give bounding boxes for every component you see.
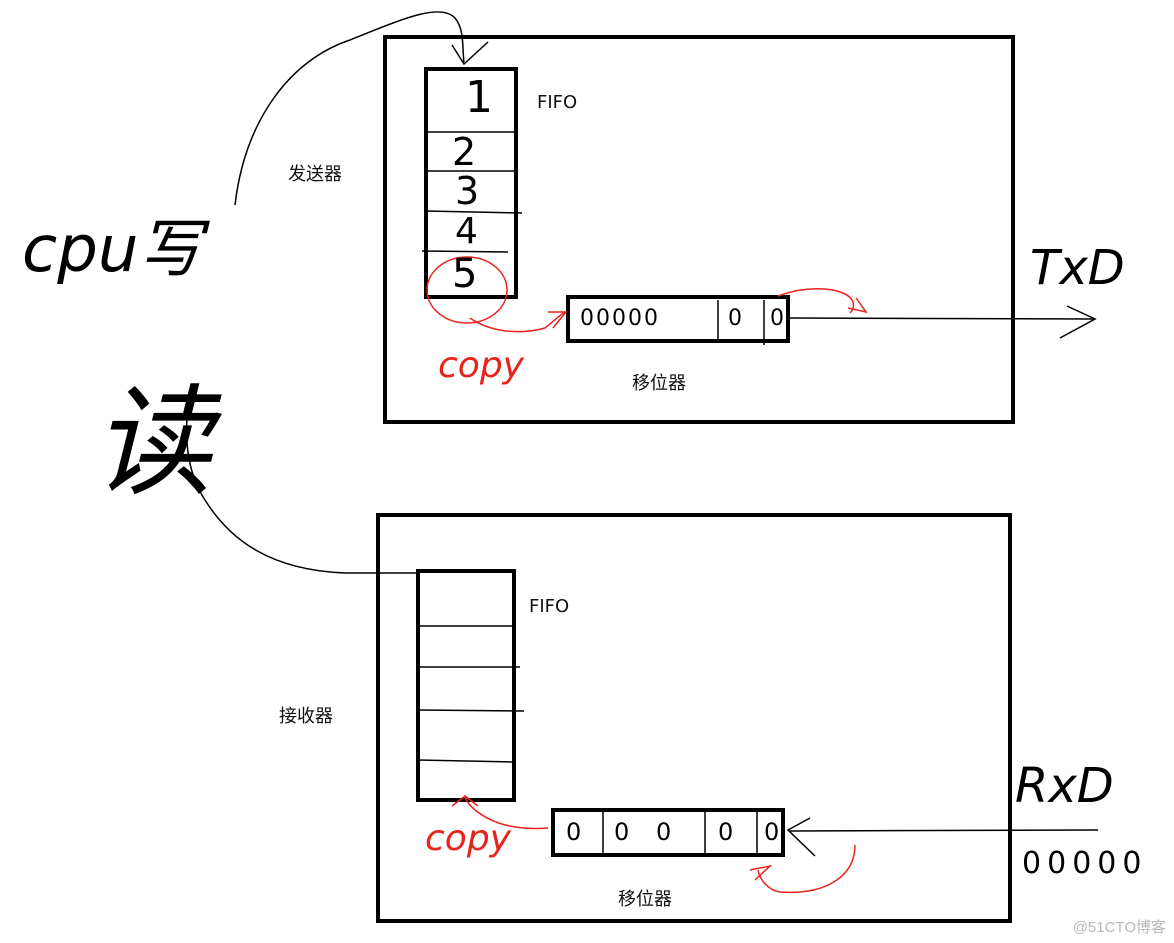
receiver-box — [376, 513, 1012, 923]
tx-bit: 0 — [612, 306, 628, 331]
transmitter-label: 发送器 — [288, 164, 342, 185]
tx-bit: 0 — [628, 306, 644, 331]
tx-bit: 0 — [596, 306, 612, 331]
rxd-bit: 0 — [1072, 846, 1098, 881]
cpu-write-curve — [234, 11, 465, 206]
rxd-input-bits: 00000 — [1022, 846, 1147, 881]
rx-shifter-bit-3: 0 — [656, 818, 672, 846]
rx-copy-label: copy — [425, 818, 511, 859]
tx-shifter-bit-b: 0 — [728, 306, 742, 331]
rx-fifo-dividers — [417, 625, 525, 763]
tx-copy-annotation — [426, 256, 868, 333]
tx-fifo-slot-5: 5 — [452, 251, 478, 297]
tx-fifo — [424, 67, 518, 299]
tx-fifo-slot-4: 4 — [455, 211, 478, 252]
receiver-label: 接收器 — [279, 706, 333, 727]
tx-shifter-dividers — [717, 300, 765, 345]
watermark: @51CTO博客 — [1072, 919, 1166, 936]
rx-shifter — [551, 808, 785, 857]
tx-bit: 0 — [580, 306, 596, 331]
rx-shifter-dividers — [602, 812, 758, 853]
rx-fifo — [416, 569, 516, 802]
transmitter-box — [383, 35, 1015, 424]
rx-copy-annotation — [451, 795, 856, 894]
rxd-bit: 0 — [1022, 846, 1048, 881]
rxd-label: RxD — [1015, 758, 1114, 814]
tx-fifo-dividers — [421, 131, 523, 253]
tx-fifo-label: FIFO — [537, 92, 578, 113]
tx-fifo-slot-2: 2 — [452, 130, 477, 174]
rxd-bit: 0 — [1047, 846, 1073, 881]
cpu-read-curve — [185, 409, 417, 574]
tx-bit: 0 — [644, 306, 660, 331]
rx-shifter-bit-1: 0 — [566, 818, 582, 846]
cpu-write-arrowhead — [451, 41, 489, 66]
tx-copy-label: copy — [438, 345, 524, 386]
rx-shifter-bit-4: 0 — [718, 818, 734, 846]
cpu-write-label: cpu写 — [22, 213, 203, 287]
rx-shifter-label: 移位器 — [618, 889, 672, 910]
tx-shifter-bit-c: 0 — [770, 306, 784, 331]
tx-shifter — [566, 295, 790, 343]
txd-label: TxD — [1030, 240, 1125, 296]
tx-shifter-label: 移位器 — [632, 373, 686, 394]
rx-shifter-bit-2: 0 — [614, 818, 630, 846]
tx-fifo-slot-1: 1 — [465, 72, 493, 123]
rxd-bit: 0 — [1097, 846, 1123, 881]
rx-fifo-label: FIFO — [529, 596, 570, 617]
txd-arrow — [787, 305, 1097, 339]
rxd-arrow — [786, 817, 1099, 857]
tx-fifo-slot-3: 3 — [455, 169, 480, 213]
rxd-bit: 0 — [1122, 846, 1148, 881]
cpu-read-label: 读 — [92, 374, 212, 513]
rx-shifter-bit-5: 0 — [764, 818, 780, 846]
tx-shifter-bits-a: 00000 — [580, 306, 660, 331]
